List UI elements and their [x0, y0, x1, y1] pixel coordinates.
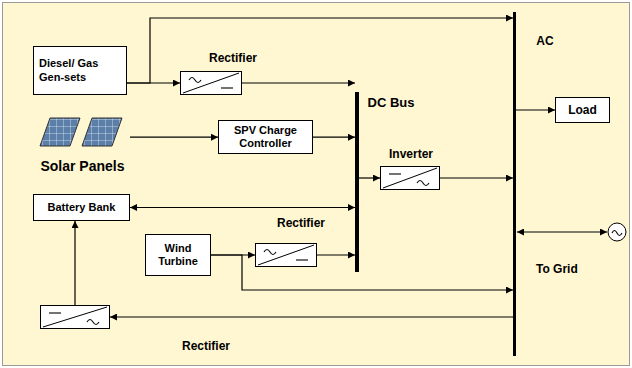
generator-box: Diesel/ Gas Gen-sets	[33, 46, 127, 95]
inverter-block: Inverter	[380, 166, 440, 190]
charge-controller-box: SPV Charge Controller	[218, 120, 313, 154]
solar-panels: Solar Panels	[35, 112, 130, 174]
converter-diagonal	[43, 307, 107, 327]
grid-symbol	[608, 223, 626, 241]
converter-glyph	[221, 87, 233, 88]
grid-connection	[517, 223, 626, 241]
converter-symbol	[256, 244, 316, 266]
connector	[359, 177, 380, 178]
converter-glyph	[264, 250, 276, 255]
converter-glyph	[49, 312, 61, 313]
ac-bus: AC	[513, 12, 516, 356]
converter-glyph	[389, 173, 401, 174]
converter-symbol	[181, 72, 241, 94]
box-label: Battery Bank	[48, 201, 116, 214]
rectifier-block: Rectifier	[40, 305, 110, 329]
solar-panel-illustration	[40, 118, 122, 146]
converter-diagonal	[383, 168, 437, 188]
component-label: Solar Panels	[40, 158, 124, 174]
converter-glyph	[296, 259, 308, 260]
connector	[440, 177, 513, 178]
connector	[130, 137, 218, 138]
bus-label: DC Bus	[368, 95, 415, 111]
connector	[516, 109, 555, 110]
rectifier-block: Rectifier	[255, 243, 317, 267]
grid-label: To Grid	[536, 262, 578, 276]
box-label: SPV Charge Controller	[224, 124, 307, 150]
converter-glyph	[189, 78, 201, 83]
dc-bus: DC Bus	[355, 92, 359, 272]
converter-symbol	[381, 167, 439, 189]
solar-panel	[82, 118, 122, 146]
battery-box: Battery Bank	[33, 194, 130, 221]
box-label: Wind Turbine	[151, 242, 205, 268]
converter-label: Inverter	[389, 147, 433, 161]
connector	[110, 316, 513, 317]
solar-panel	[40, 118, 80, 146]
load-box: Load	[555, 97, 610, 123]
box-label: Load	[568, 103, 597, 117]
background-panel	[3, 3, 630, 366]
converter-diagonal	[183, 73, 239, 93]
grid-arrow	[517, 231, 607, 232]
converter-label: Rectifier	[209, 51, 257, 65]
converter-glyph	[87, 320, 99, 325]
box-label: Diesel/ Gas Gen-sets	[39, 57, 121, 83]
converter-diagonal	[258, 245, 314, 265]
converter-glyph	[417, 181, 429, 186]
wind-turbine-box: Wind Turbine	[145, 234, 211, 276]
connector	[127, 82, 180, 83]
converter-label: Rectifier	[277, 216, 325, 230]
connector	[317, 254, 355, 255]
connector	[313, 137, 355, 138]
connector	[242, 82, 355, 83]
connector	[130, 207, 355, 208]
ac-wave-symbol	[612, 231, 622, 236]
connector	[74, 221, 75, 305]
bus-label: AC	[536, 34, 553, 48]
rectifier-block: Rectifier	[180, 71, 242, 95]
converter-label: Rectifier	[182, 339, 230, 353]
converter-symbol	[41, 306, 109, 328]
